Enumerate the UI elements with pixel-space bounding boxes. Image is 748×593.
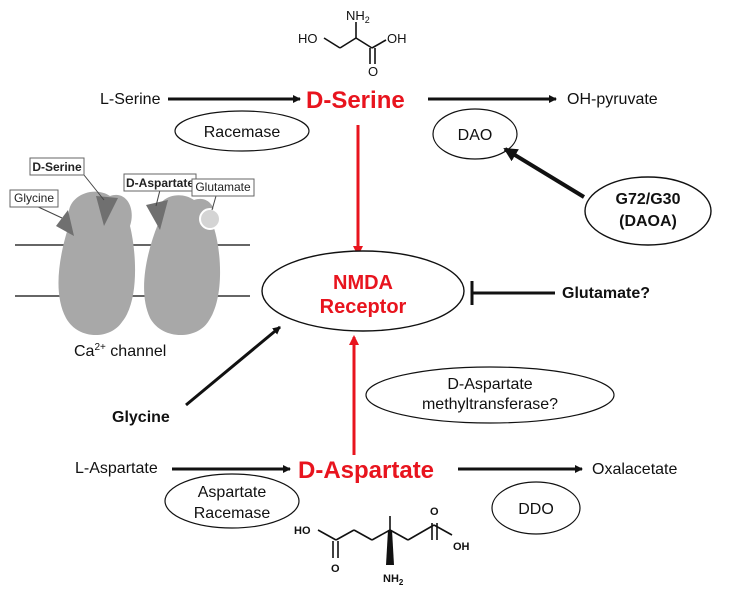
racemase-label: Racemase: [204, 124, 281, 141]
receptor-subunit-left: [58, 191, 136, 336]
l-serine-label: L-Serine: [100, 91, 161, 108]
aspartate-nh2-label: NH2: [383, 573, 404, 587]
nmda-receptor-ellipse: [261, 250, 465, 332]
glutamate-tag-label: Glutamate: [195, 180, 251, 194]
glutamate-question-label: Glutamate?: [562, 285, 650, 302]
aspartate-o-top-label: O: [430, 506, 439, 518]
aspartate-racemase-line2: Racemase: [194, 505, 271, 522]
glutamate-tag-connector: [211, 195, 217, 211]
g72-label: G72/G30: [616, 191, 681, 208]
glycine-label: Glycine: [112, 409, 170, 426]
d-aspartate-tag-connector: [155, 189, 161, 207]
oh-pyruvate-label: OH-pyruvate: [567, 91, 658, 108]
g72-to-dao-arrow: [503, 147, 586, 199]
aspartate-racemase-ellipse: [164, 473, 300, 529]
d-aspartate-ligand-shape: [146, 200, 168, 230]
d-aspartate-tag-label: D-Aspartate: [126, 176, 194, 190]
oxalacetate-label: Oxalacetate: [592, 461, 677, 478]
glutamate-tag-box: [191, 178, 255, 197]
d-aspartate-structure: [317, 516, 438, 558]
aspartate-racemase-line1: Aspartate: [198, 484, 267, 501]
aspartate-o-bottom-label: O: [331, 563, 340, 575]
d-serine-structure: [323, 22, 387, 64]
g72-ellipse: [584, 176, 712, 246]
aspartate-oh-label: OH: [453, 541, 470, 553]
ddo-ellipse: [491, 481, 581, 535]
serine-ho-label: HO: [298, 31, 318, 46]
receptor-subunit-right: [144, 195, 221, 336]
glycine-tag-label: Glycine: [14, 191, 54, 205]
glycine-tag-box: [9, 189, 59, 208]
d-aspartate-methyltransferase-ellipse: [365, 366, 615, 424]
d-serine-tag-label: D-Serine: [32, 160, 82, 174]
serine-nh2-label: NH2: [346, 8, 370, 25]
d-serine-ligand-shape: [96, 196, 118, 226]
glutamate-ligand-shape: [199, 208, 221, 230]
glycine-to-nmda-arrow: [185, 325, 281, 407]
dao-ellipse: [432, 108, 518, 160]
ca-channel-label: Ca2+ channel: [74, 342, 166, 360]
d-aspartate-bonds-extra: [407, 524, 453, 541]
dao-label: DAO: [458, 127, 493, 144]
aspartate-wedge-bond: [386, 530, 394, 565]
ddo-label: DDO: [518, 501, 554, 518]
racemase-ellipse: [174, 110, 310, 152]
d-serine-tag-box: [29, 157, 85, 176]
glycine-ligand-shape: [56, 210, 74, 236]
methyltransferase-line2: methyltransferase?: [422, 396, 558, 413]
receptor-label: Receptor: [320, 296, 407, 318]
methyltransferase-line1: D-Aspartate: [447, 376, 532, 393]
aspartate-ho-label: HO: [294, 525, 311, 537]
serine-o-label: O: [368, 64, 378, 79]
nmda-label: NMDA: [333, 272, 393, 294]
serine-oh-label: OH: [387, 31, 407, 46]
d-aspartate-title: D-Aspartate: [298, 457, 434, 484]
daoa-label: (DAOA): [619, 213, 677, 230]
l-aspartate-label: L-Aspartate: [75, 460, 158, 477]
d-serine-title: D-Serine: [306, 87, 405, 114]
receptor-inset: Glycine D-Serine D-Aspartate Glutamate C…: [9, 157, 255, 360]
